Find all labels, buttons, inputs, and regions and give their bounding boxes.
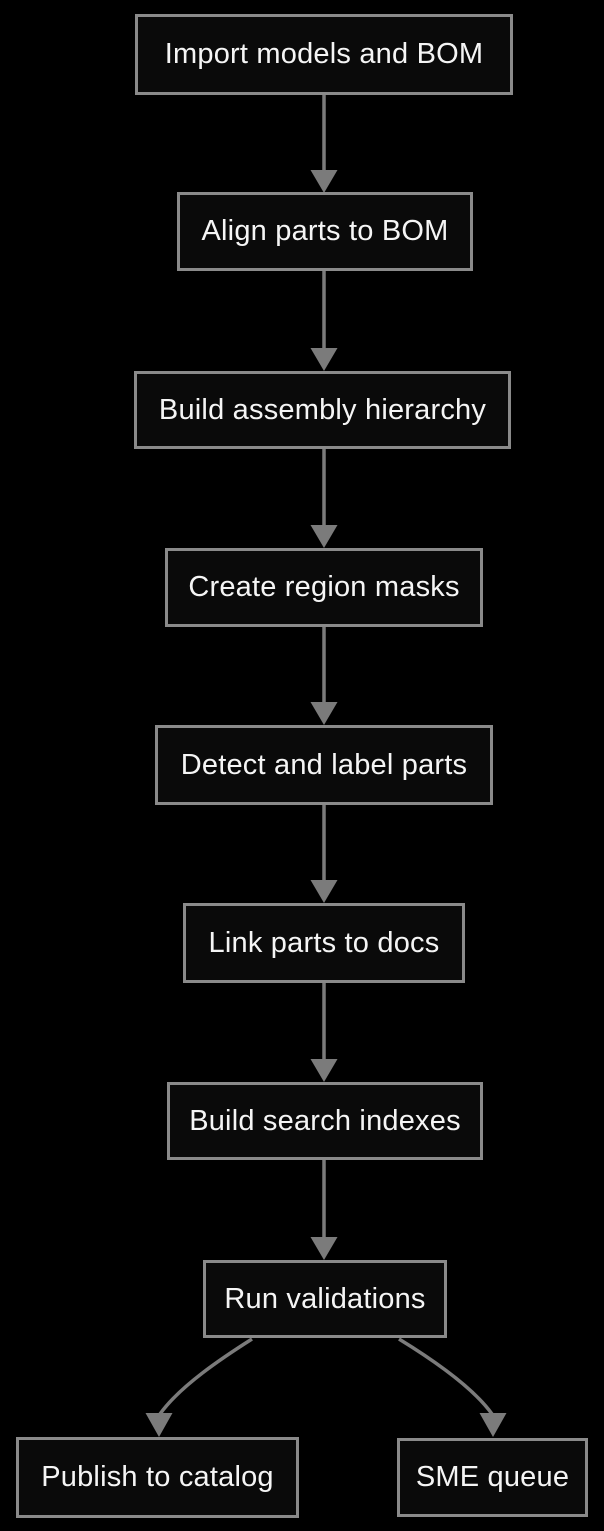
node-sme-queue: SME queue [397,1438,588,1517]
node-run-validations: Run validations [203,1260,447,1338]
edge-masks-to-detect [310,627,338,725]
node-label: Import models and BOM [164,38,484,70]
node-label: Build assembly hierarchy [158,393,487,426]
node-label: Publish to catalog [41,1461,274,1493]
node-import-models-and-bom: Import models and BOM [135,14,513,95]
node-link-parts-to-docs: Link parts to docs [183,903,465,983]
node-label: Detect and label parts [180,748,468,781]
edge-detect-to-link [310,805,338,903]
node-build-assembly-hierarchy: Build assembly hierarchy [134,371,511,449]
edge-align-to-hierarchy [310,271,338,371]
node-label: Link parts to docs [208,926,440,959]
node-label: Run validations [224,1282,426,1315]
node-label: Build search indexes [189,1104,461,1137]
node-label: Align parts to BOM [201,215,449,247]
node-create-region-masks: Create region masks [165,548,483,627]
node-label: SME queue [415,1461,570,1493]
edge-import-to-align [310,95,338,193]
edge-validations-to-sme [398,1337,507,1437]
edge-hierarchy-to-masks [310,449,338,548]
edge-indexes-to-validations [310,1160,338,1260]
node-publish-to-catalog: Publish to catalog [16,1437,299,1518]
node-label: Create region masks [188,571,460,603]
edge-validations-to-publish [145,1337,253,1437]
node-detect-and-label-parts: Detect and label parts [155,725,493,805]
node-align-parts-to-bom: Align parts to BOM [177,192,473,271]
edge-link-to-indexes [310,983,338,1082]
node-build-search-indexes: Build search indexes [167,1082,483,1160]
